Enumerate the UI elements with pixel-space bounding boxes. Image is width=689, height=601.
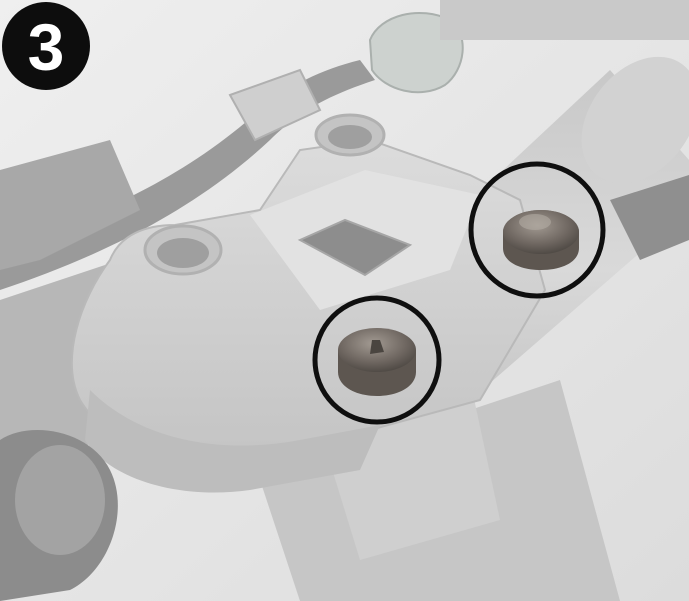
hose-fitting: [228, 68, 322, 142]
left-dark-plate: [0, 140, 140, 270]
clamp-shadow: [85, 390, 380, 493]
handlebar-end: [581, 56, 689, 184]
step-number-badge: 3: [2, 2, 90, 90]
clamp-logo-plate: [297, 218, 413, 277]
banjo-fitting: [368, 12, 464, 94]
bolt-hole-back-inner: [328, 125, 372, 149]
right-lever: [610, 175, 689, 260]
highlighted-bolt-right: [468, 161, 606, 299]
bolt-hole-left-inner: [157, 238, 209, 268]
highlighted-bolt-center: [312, 295, 442, 425]
upper-bar: [440, 0, 689, 40]
step-number: 3: [27, 10, 65, 84]
knob-cap: [15, 445, 105, 555]
